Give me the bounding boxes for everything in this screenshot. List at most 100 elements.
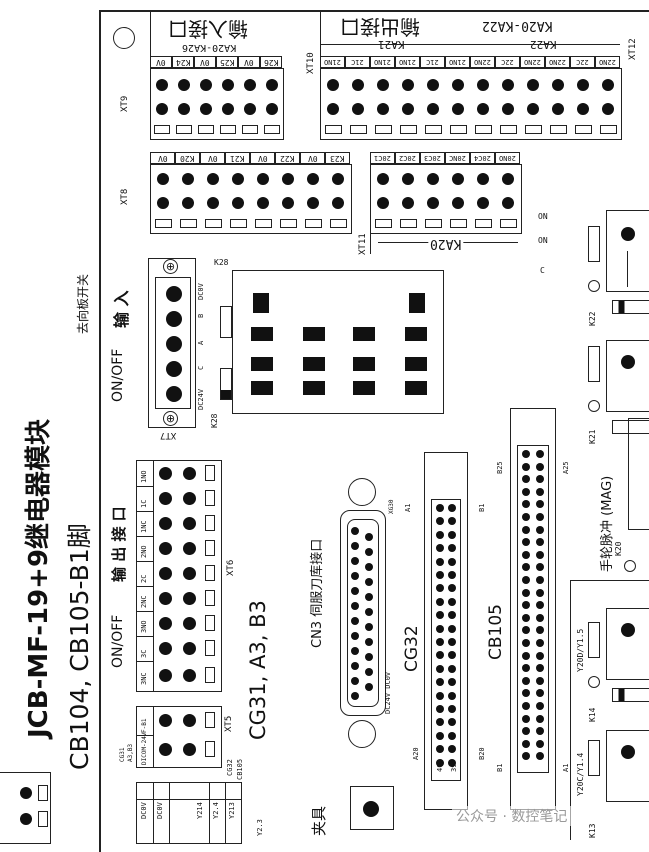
bottom-pin: DC0V (137, 783, 154, 843)
cn3-pin-mark: XG30 (388, 499, 395, 514)
connector-pin (448, 664, 456, 673)
resistor-k22 (588, 226, 600, 262)
xt8-screw-row (150, 164, 352, 234)
xt8-pin: K22 (275, 152, 300, 164)
connector-pin (436, 678, 444, 687)
xt9-pin: K26 (260, 56, 282, 68)
connector-pin (536, 462, 544, 471)
connector-pin (522, 538, 530, 547)
connector-pin (522, 462, 530, 471)
xt8-terminal-strip: 0V K20 0V K21 0V K22 0V K23 (150, 152, 350, 164)
cg32-b20: B20 (478, 747, 486, 760)
connector-pin (448, 731, 456, 740)
xt7-pin-dc24v: DC24V (197, 388, 205, 410)
xt9-range: KA20-KA26 (182, 42, 237, 53)
connector-pin (448, 678, 456, 687)
relay-k22-label: K22 (588, 311, 597, 326)
xt10-screw-row (320, 68, 622, 140)
connector-pin (448, 517, 456, 526)
connector-pin (522, 613, 530, 622)
connector-pin (522, 563, 530, 572)
connector-pin (448, 651, 456, 660)
connector-pin (536, 676, 544, 685)
xt6-name: XT6 (226, 559, 236, 576)
connector-pin (522, 550, 530, 559)
connector-pin (448, 718, 456, 727)
xt6-pin: 3C (137, 636, 153, 662)
connector-pin (536, 639, 544, 647)
relay-k21-pad (606, 340, 649, 412)
connector-pin (522, 626, 530, 635)
xt7-connector: ⊕ ⊕ (148, 258, 196, 428)
xt9-pin: 0V (238, 56, 260, 68)
k28-bottom-label: K28 (210, 413, 219, 428)
bottom-extra-label: 夹具 (310, 805, 328, 836)
connector-pin (436, 758, 444, 767)
xt5-label-a3b3: A3,B3 (127, 743, 134, 762)
connector-pin (436, 597, 444, 606)
xt6-pin: 3NC (140, 672, 148, 685)
connector-pin (448, 758, 456, 767)
xt9-pin: 0V (194, 56, 216, 68)
connector-pin (448, 557, 456, 566)
xt11-c: C (540, 266, 545, 275)
connector-pin (522, 513, 530, 521)
xt8-pin: 0V (200, 152, 225, 164)
connector-pin (436, 718, 444, 727)
led-icon (588, 676, 600, 688)
bottom-pin: Y2.4 (209, 783, 226, 843)
xt6-label-output: 输 出 接 口 (110, 506, 128, 582)
xt10-terminal-strip: 21NO 21C 21NO 21NO 21C 21NO 22NO 22C 22N… (320, 56, 620, 68)
mag-component (628, 418, 649, 530)
xt10-pin: 22NO (520, 56, 545, 68)
bottom-terminal-strip: DC0V DC0V Y214 Y2.4 Y213 (136, 782, 242, 844)
connector-pin (522, 664, 530, 673)
xt11-pin: 20C3 (420, 152, 445, 164)
xt7-name: XT7 (160, 430, 177, 440)
resistor-k21 (588, 346, 600, 382)
connector-pin (522, 576, 530, 584)
connector-pin (448, 638, 456, 646)
xt8-pin: K20 (175, 152, 200, 164)
page-subtitle: CB104, CB105-B1脚 (65, 523, 94, 770)
connector-pin (522, 702, 530, 710)
xt8-pin: K23 (325, 152, 350, 164)
connector-pin (536, 689, 544, 698)
plus-icon: ⊕ (163, 259, 178, 274)
connector-pin (522, 676, 530, 685)
xt7-pin-b: B (197, 313, 205, 318)
xt6-pin: 1NC (137, 511, 153, 537)
xt6-terminal-block: 1NO 1C 1NC 2NO 2C 2NC 3NO 3C 3NC (136, 460, 222, 692)
xt6-pin: 3NO (137, 611, 153, 637)
connector-pin (522, 727, 530, 736)
xt10-pin: 22C (495, 56, 520, 68)
xt8-pin: 0V (300, 152, 325, 164)
xt5-label-cg32: CG32 (226, 759, 234, 776)
relay-k22-pad (606, 210, 649, 292)
connector-pin (522, 739, 530, 748)
relay-k13-label: K13 (588, 823, 597, 838)
connector-pin (536, 626, 544, 635)
connector-pin (448, 571, 456, 579)
led-icon (624, 560, 636, 572)
xt9-name: XT9 (120, 95, 130, 112)
cb105-connector (510, 408, 556, 810)
connector-pin (436, 571, 444, 579)
resistor-k13 (588, 740, 600, 776)
cb105-label: CB105 (486, 604, 506, 660)
connector-pin (536, 550, 544, 559)
connector-pin (536, 714, 544, 723)
connector-pin (436, 691, 444, 700)
k28-diode (220, 368, 232, 400)
bottom-square-pad (350, 786, 394, 830)
xt10-pin: 22C (570, 56, 595, 68)
xt11-pin: 20C1 (370, 152, 395, 164)
xt9-screw-row (150, 68, 284, 140)
connector-pin (522, 752, 530, 761)
xt6-label-onoff: ON/OFF (110, 614, 126, 668)
left-bottom-block (0, 772, 51, 844)
relay-mag-label: 手轮脉冲 (MAG) (600, 475, 615, 572)
k28-top-label: K28 (214, 258, 229, 267)
connector-pin (522, 475, 530, 484)
relay-k21-label: K21 (588, 429, 597, 444)
